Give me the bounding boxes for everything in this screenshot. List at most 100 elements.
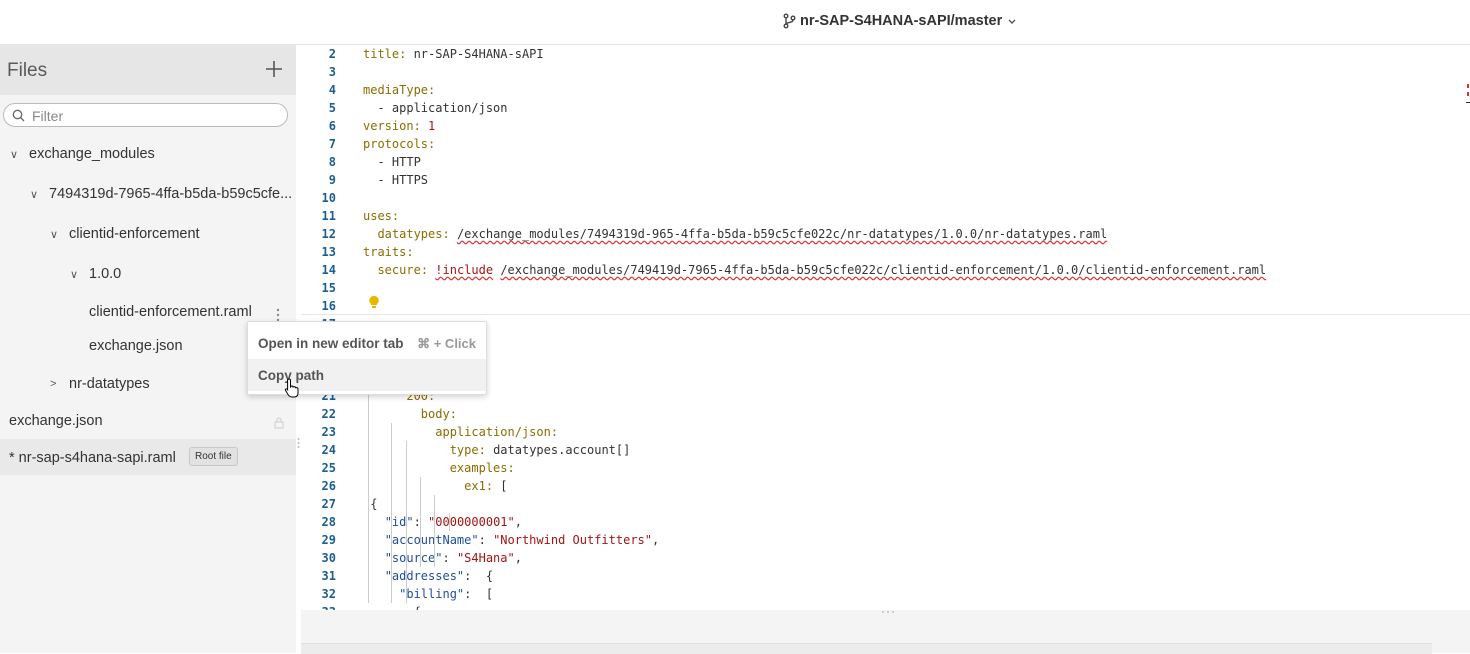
filter-field[interactable] <box>3 103 288 127</box>
code-line: 14 secure: !include /exchange_modules/74… <box>301 261 1470 279</box>
code-token: mediaType <box>363 83 429 97</box>
code-line: 33 { <box>301 603 1470 610</box>
filter-input[interactable] <box>30 106 284 126</box>
code-line: 23 application/json: <box>301 423 1470 441</box>
code-token: examples <box>449 461 508 475</box>
code-token <box>363 479 464 493</box>
code-token: , <box>652 533 660 547</box>
tree-folder-version[interactable]: ∨ 1.0.0 <box>70 266 121 282</box>
code-token: { <box>363 605 421 610</box>
code-line: 25 examples: <box>301 459 1470 477</box>
code-token: application/json <box>435 425 551 439</box>
code-token: "source" <box>384 551 443 565</box>
code-token: - HTTPS <box>363 173 429 187</box>
code-token: nr-SAP-S4HANA-sAPI <box>406 47 544 61</box>
menu-item-open-new-tab[interactable]: Open in new editor tab ⌘ + Click <box>248 327 486 359</box>
tree-file-exchange-json[interactable]: exchange.json <box>9 413 103 429</box>
indent-guide <box>406 441 407 603</box>
code-text: - HTTPS <box>363 171 428 189</box>
code-token: : <box>428 389 436 403</box>
code-line: 5 - application/json <box>301 99 1470 117</box>
code-token <box>363 263 377 277</box>
add-file-button[interactable] <box>262 57 286 81</box>
code-token: , <box>514 551 522 565</box>
code-text: traits: <box>363 243 414 261</box>
branch-selector[interactable]: nr-SAP-S4HANA-sAPI/master <box>782 13 1018 29</box>
files-title: Files <box>7 60 48 81</box>
code-text: - HTTP <box>363 153 420 171</box>
line-number: 11 <box>321 209 336 223</box>
code-token: : <box>428 137 436 151</box>
code-token: !include <box>435 263 494 277</box>
sidebar-resize-handle[interactable] <box>297 437 300 449</box>
code-line: 8 - HTTP <box>301 153 1470 171</box>
lightbulb-icon[interactable] <box>368 295 380 309</box>
code-token: uses <box>363 209 392 223</box>
line-number: 8 <box>328 155 336 169</box>
tree-file-exchange-json-nested[interactable]: exchange.json <box>89 338 183 354</box>
code-token: : <box>413 515 421 529</box>
line-number: 28 <box>321 515 336 529</box>
tree-item-label: exchange_modules <box>29 146 155 162</box>
code-line: 15 <box>301 279 1470 297</box>
panel-resize-handle[interactable] <box>881 610 895 614</box>
code-text: examples: <box>363 459 515 477</box>
code-token <box>363 569 385 583</box>
tree-file-root-raml[interactable]: * nr-sap-s4hana-sapi.raml Root file <box>0 439 296 475</box>
code-token: body <box>420 407 450 421</box>
line-number: 33 <box>301 603 336 610</box>
code-line: 27 { <box>301 495 1470 513</box>
code-line: 16 <box>301 297 1470 315</box>
code-token: "0000000001" <box>428 515 515 529</box>
line-number: 5 <box>328 101 336 115</box>
code-text: protocols: <box>363 135 435 153</box>
code-editor[interactable]: 2 title: nr-SAP-S4HANA-sAPI 3 4 mediaType: 5 … <box>301 45 1470 610</box>
code-line: 29 "accountName": "Northwind Outfitters"… <box>301 531 1470 549</box>
line-number: 24 <box>321 443 336 457</box>
line-number: 6 <box>328 119 336 133</box>
code-text: uses: <box>363 207 399 225</box>
tree-folder-exchange-modules[interactable]: ∨ exchange_modules <box>10 146 155 162</box>
code-line: 3 <box>301 63 1470 81</box>
tree-folder-asset-id[interactable]: ∨ 7494319d-7965-4ffa-b5da-b59c5cfe... <box>30 186 292 202</box>
code-token <box>363 227 377 241</box>
code-token: : <box>464 587 479 601</box>
tree-item-label: exchange.json <box>89 338 183 354</box>
code-text: secure: !include /exchange_modules/74941… <box>363 261 1266 279</box>
line-number: 23 <box>321 425 336 439</box>
line-number: 22 <box>321 407 336 421</box>
code-token <box>363 515 385 529</box>
code-token: datatypes.account[] <box>485 443 631 457</box>
line-number: 2 <box>328 47 336 61</box>
code-text: body: <box>363 405 457 423</box>
chevron-down-icon: ∨ <box>50 228 59 241</box>
code-text: "source": "S4Hana", <box>363 549 522 567</box>
status-strip <box>301 643 1432 654</box>
tree-item-label: nr-datatypes <box>69 376 150 392</box>
code-line: 26 ex1: [ <box>301 477 1470 495</box>
line-number: 4 <box>328 83 336 97</box>
code-token: : <box>485 479 494 493</box>
code-token: [ <box>478 587 494 601</box>
line-number: 12 <box>321 227 336 241</box>
code-token: title <box>363 47 400 61</box>
git-branch-icon <box>783 13 796 29</box>
code-token: protocols <box>363 137 429 151</box>
line-number: 31 <box>321 569 336 583</box>
code-token: /exchange_modules/7494319d-965-4ffa-b5da… <box>456 227 1108 241</box>
code-token: secure <box>377 263 421 277</box>
chevron-down-icon: ∨ <box>70 268 79 281</box>
tree-item-label: clientid-enforcement <box>69 226 200 242</box>
tree-item-label: * nr-sap-s4hana-sapi.raml <box>9 450 176 466</box>
code-token: : <box>449 407 457 421</box>
code-token: "billing" <box>399 587 465 601</box>
code-text: "id": "0000000001", <box>363 513 522 531</box>
code-token: "id" <box>384 515 414 529</box>
tree-folder-nr-datatypes[interactable]: > nr-datatypes <box>50 376 150 392</box>
more-options-icon[interactable] <box>274 308 282 322</box>
tree-folder-clientid-enforcement[interactable]: ∨ clientid-enforcement <box>50 226 200 242</box>
tree-file-clientid-enforcement-raml[interactable]: clientid-enforcement.raml <box>89 304 252 320</box>
code-line: 31 "addresses": { <box>301 567 1470 585</box>
